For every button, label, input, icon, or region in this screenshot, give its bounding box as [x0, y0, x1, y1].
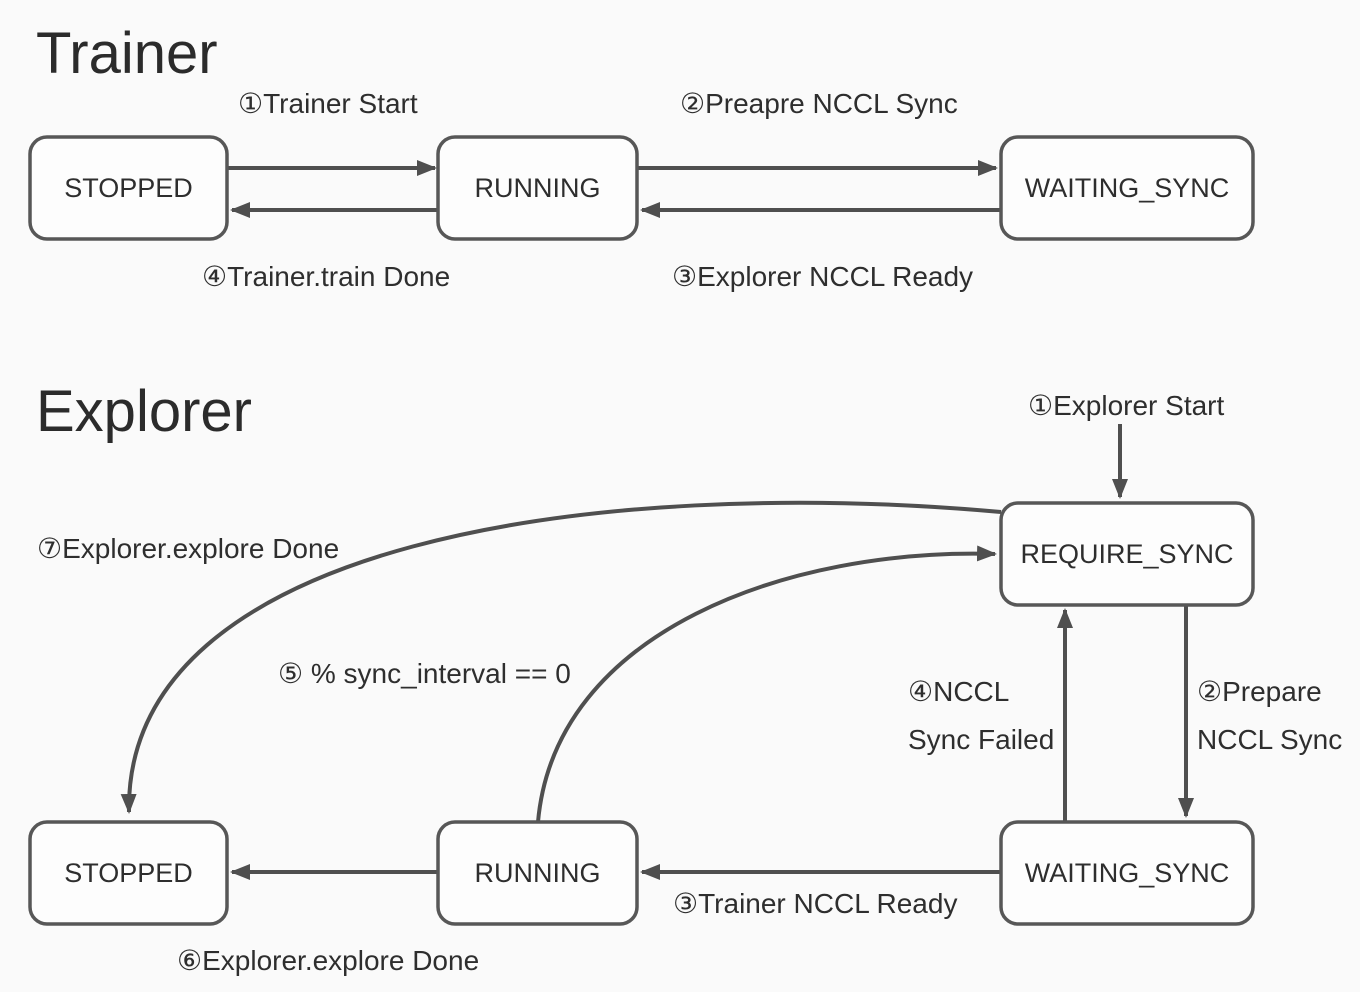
explorer-require-sync-label: REQUIRE_SYNC: [1020, 539, 1233, 569]
explorer-state-stopped: STOPPED: [28, 820, 229, 926]
explorer-label-prepare-nccl-sync-line2: NCCL Sync: [1197, 724, 1342, 755]
explorer-label-explore-done-6: ⑥Explorer.explore Done: [177, 945, 479, 976]
explorer-section-title: Explorer: [36, 379, 252, 444]
explorer-label-sync-interval: ⑤ % sync_interval == 0: [278, 658, 571, 689]
explorer-require-sync-box: [999, 501, 1255, 607]
explorer-label-explore-done-7: ⑦Explorer.explore Done: [37, 533, 339, 564]
explorer-waiting-sync-box: [999, 820, 1255, 926]
trainer-waiting-sync-box: [999, 135, 1255, 241]
trainer-waiting-sync-label: WAITING_SYNC: [1025, 173, 1230, 203]
explorer-label-nccl-sync-failed-line2: Sync Failed: [908, 724, 1054, 755]
explorer-state-running: RUNNING: [436, 820, 639, 926]
trainer-running-box: [436, 135, 639, 241]
explorer-label-nccl-sync-failed-line1: ④NCCL: [908, 676, 1009, 707]
explorer-edge-explore-done-7: [120, 500, 1002, 814]
trainer-running-label: RUNNING: [475, 173, 601, 203]
trainer-stopped-label: STOPPED: [64, 173, 193, 203]
trainer-state-running: RUNNING: [436, 135, 639, 241]
trainer-stopped-box: [28, 135, 229, 241]
explorer-label-trainer-nccl-ready: ③Trainer NCCL Ready: [673, 888, 957, 919]
explorer-running-label: RUNNING: [475, 858, 601, 888]
explorer-edge-sync-interval: [536, 545, 997, 823]
explorer-stopped-box: [28, 820, 229, 926]
explorer-waiting-sync-label: WAITING_SYNC: [1025, 858, 1230, 888]
trainer-label-prepare-nccl-sync: ②Preapre NCCL Sync: [680, 88, 958, 119]
trainer-label-train-done: ④Trainer.train Done: [202, 261, 450, 292]
explorer-stopped-label: STOPPED: [64, 858, 193, 888]
explorer-label-prepare-nccl-sync-line1: ②Prepare: [1197, 676, 1322, 707]
explorer-running-box: [436, 820, 639, 926]
explorer-label-start: ①Explorer Start: [1028, 390, 1224, 421]
trainer-section-title: Trainer: [36, 21, 218, 86]
trainer-label-start: ①Trainer Start: [238, 88, 418, 119]
trainer-label-explorer-nccl-ready: ③Explorer NCCL Ready: [672, 261, 973, 292]
explorer-state-require-sync: REQUIRE_SYNC: [999, 501, 1255, 607]
trainer-state-stopped: STOPPED: [28, 135, 229, 241]
trainer-state-waiting-sync: WAITING_SYNC: [999, 135, 1255, 241]
explorer-state-waiting-sync: WAITING_SYNC: [999, 820, 1255, 926]
